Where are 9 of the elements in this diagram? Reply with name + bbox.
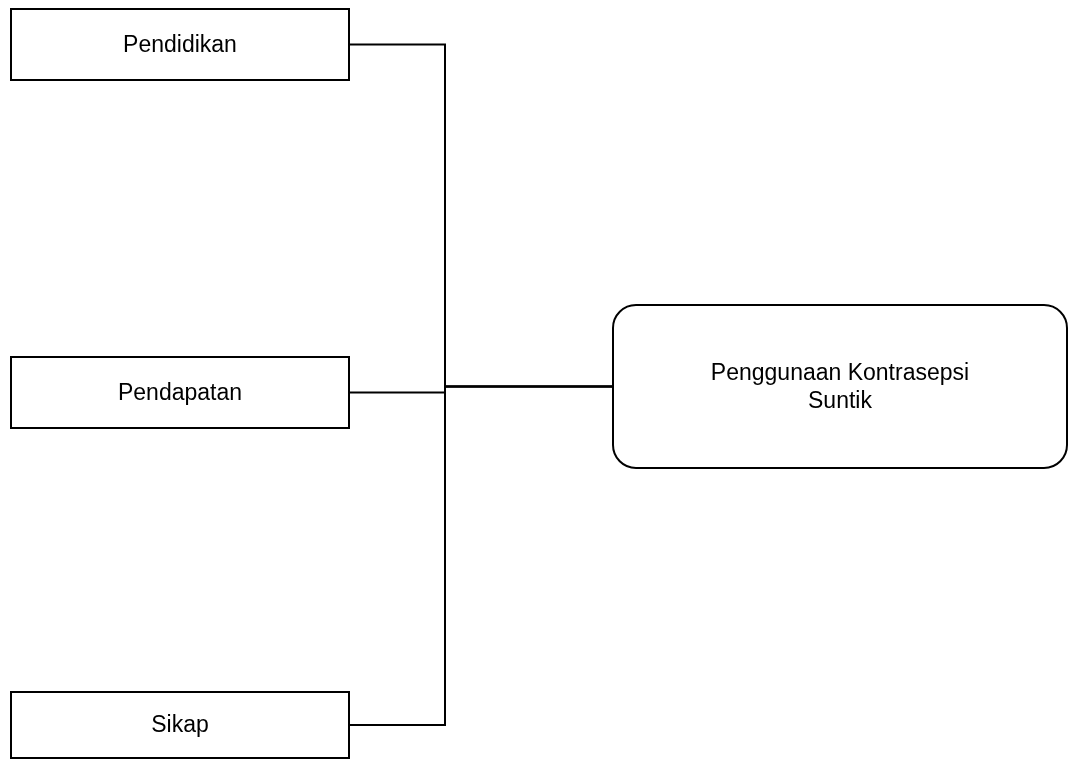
rounded-box (612, 304, 1068, 469)
process-box (10, 356, 350, 429)
box-label: Pendapatan (117, 378, 243, 407)
process-box (10, 8, 350, 81)
box-label: Penggunaan Kontrasepsi Suntik (710, 358, 970, 415)
box-label: Pendidikan (123, 30, 237, 59)
box-label: Sikap (151, 711, 209, 739)
process-box (10, 691, 350, 759)
connector-line (349, 385, 613, 726)
